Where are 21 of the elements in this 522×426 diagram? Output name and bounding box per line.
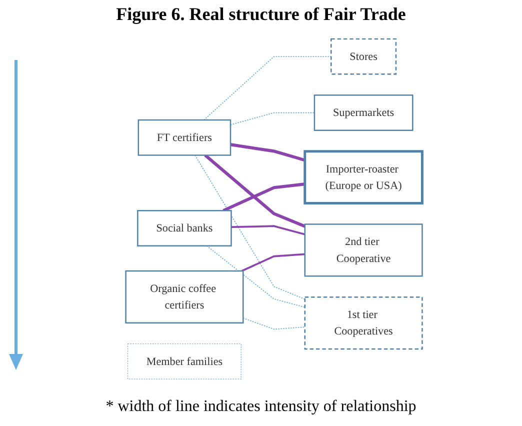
node-box: Social banks <box>137 210 232 246</box>
connector <box>230 143 306 162</box>
node-box: 1st tier Cooperatives <box>304 296 423 350</box>
node-box: FT certifiers <box>138 119 232 156</box>
connector <box>206 245 306 308</box>
connector <box>194 154 306 300</box>
connector <box>203 56 332 120</box>
connector <box>231 225 306 236</box>
connector <box>242 318 306 330</box>
caption: * width of line indicates intensity of relationship <box>104 398 418 416</box>
figure-title: Figure 6. Real structure of Fair Trade <box>115 4 407 25</box>
node-box: Supermarkets <box>314 94 414 131</box>
node-box: Importer-roaster (Europe or USA) <box>304 150 424 204</box>
node-box: Organic coffee certifiers <box>125 270 244 324</box>
connector <box>230 112 315 126</box>
connector <box>241 253 305 272</box>
node-box: 2nd tier Cooperative <box>304 224 423 277</box>
connector <box>222 182 306 212</box>
node-box: Member families <box>128 344 242 380</box>
node-box: Stores <box>330 38 397 75</box>
connector <box>204 154 306 228</box>
